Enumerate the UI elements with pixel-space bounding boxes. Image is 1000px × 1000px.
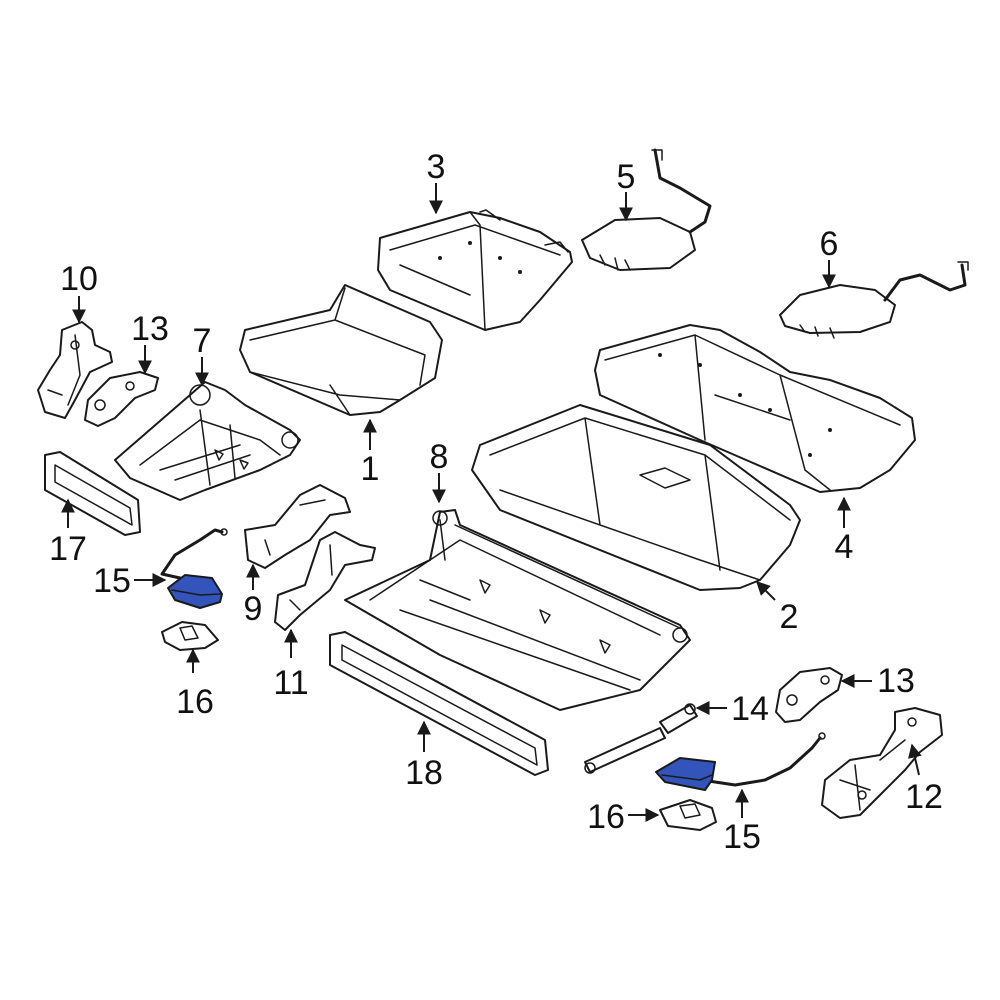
part-12-bracket: [821, 707, 943, 819]
callout-5: 5: [617, 158, 636, 196]
part-7-seat-frame: [114, 381, 301, 501]
callout-11: 11: [273, 664, 308, 702]
callout-10: 10: [60, 260, 98, 298]
callout-8: 8: [430, 438, 449, 476]
part-10-bracket: [37, 321, 113, 419]
part-3-seat-cushion-pad: [377, 209, 573, 331]
callout-16-left: 16: [176, 683, 214, 721]
callout-12: 12: [905, 778, 943, 816]
part-2-rear-seat-cushion: [471, 404, 801, 591]
callout-3: 3: [427, 148, 446, 186]
part-15-module-right-body: [655, 757, 716, 791]
part-8-rear-seat-frame: [344, 509, 691, 711]
part-5-heater-element: [581, 148, 712, 271]
callout-18: 18: [405, 754, 443, 792]
callout-13-left: 13: [131, 310, 169, 348]
callout-7: 7: [193, 322, 212, 360]
callout-1: 1: [361, 450, 380, 488]
part-15-module-right: [655, 732, 826, 791]
callout-15-right: 15: [723, 818, 761, 856]
callout-labels: 3 5 6 1 4 2 7 8 9 10 13 17 11 18 16 15 1…: [49, 148, 943, 856]
callout-16-right: 16: [587, 798, 625, 836]
part-13-bracket-left: [84, 371, 159, 427]
callout-2: 2: [780, 598, 799, 636]
part-9-bracket: [244, 484, 351, 569]
part-15-module-left-body: [167, 574, 223, 609]
part-16-bracket-left: [161, 621, 219, 651]
callout-9: 9: [244, 590, 263, 628]
leader-lines: [61, 183, 922, 822]
part-16-bracket-right: [659, 799, 717, 831]
part-17-trim-panel: [44, 451, 141, 536]
part-13-bracket-right: [775, 667, 843, 723]
part-6-heater-element: [779, 261, 969, 339]
callout-13-right: 13: [877, 662, 915, 700]
callout-14: 14: [731, 690, 769, 728]
callout-6: 6: [820, 225, 839, 263]
callout-17: 17: [49, 530, 87, 568]
callout-4: 4: [835, 528, 854, 566]
part-4-rear-cushion-pad: [594, 324, 916, 493]
part-14-gas-strut: [584, 703, 698, 774]
part-15-module-left: [160, 528, 228, 609]
part-18-trim-panel: [329, 631, 549, 776]
part-1-seat-cushion: [239, 284, 443, 416]
callout-15-left: 15: [93, 562, 131, 600]
